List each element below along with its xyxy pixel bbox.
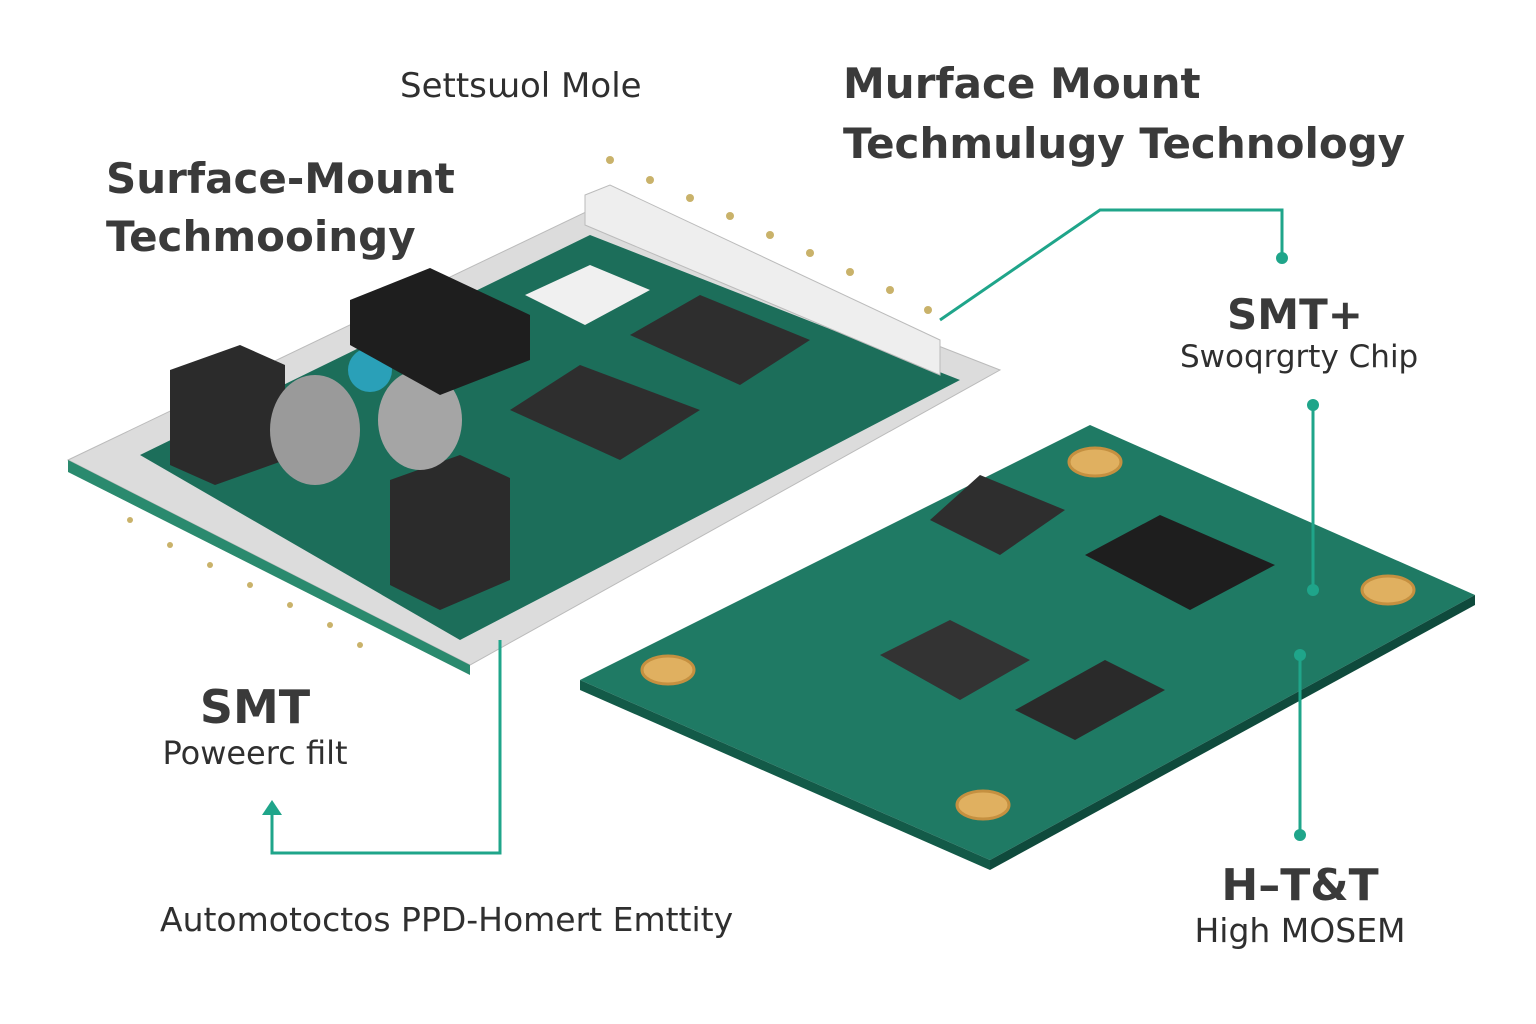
heatsink-chip: [880, 620, 1030, 700]
soic-chip: [1015, 660, 1165, 740]
chip-qfp-2: [510, 365, 700, 460]
capacitor-1: [270, 375, 360, 485]
edge-pins: [127, 517, 363, 648]
capacitor-2: [378, 370, 462, 470]
qfn-chip: [1085, 515, 1275, 610]
right-board-edge: [580, 680, 990, 870]
label-smt: SMT Poweerc filt: [150, 680, 360, 772]
label-top-right: Murface Mount Techmulugy Technology: [843, 54, 1405, 174]
label-bottom: Automotoctos PPD-Homert Emttity: [160, 900, 734, 939]
callout-dots: [1276, 252, 1319, 841]
chip-qfp-1: [630, 295, 810, 385]
callout-lines: [270, 208, 1315, 855]
right-board: [580, 425, 1475, 860]
label-top-right-line2: Techmulugy Technology: [843, 119, 1406, 168]
label-smt-subtitle: Poweerc filt: [162, 734, 348, 772]
label-smt-title: SMT: [199, 680, 311, 734]
mounting-holes: [640, 446, 1416, 821]
label-top-left-line2: Techmooingy: [106, 212, 416, 261]
arrow-up-icon: [262, 800, 282, 815]
label-top-center: Settsɯol Mole: [400, 66, 642, 106]
label-htt: H–T&T High MOSEM: [1180, 860, 1420, 950]
label-top-left: Surface-Mount Techmooingy: [106, 150, 455, 266]
label-htt-title: H–T&T: [1221, 860, 1379, 911]
label-smt-plus: SMT+ Swoqrgrty Chip: [1180, 290, 1419, 375]
inductor-1: [170, 345, 285, 485]
inductor-2: [390, 455, 510, 610]
black-module: [350, 268, 530, 395]
pin-header: [584, 184, 941, 376]
label-top-right-line1: Murface Mount: [843, 59, 1201, 108]
left-board-frame-edge: [68, 460, 470, 675]
label-smt-plus-subtitle: Swoqrgrty Chip: [1180, 339, 1419, 375]
label-sticker: [525, 265, 650, 325]
label-htt-subtitle: High MOSEM: [1194, 911, 1406, 950]
connector-chip: [930, 475, 1065, 555]
label-smt-plus-title: SMT+: [1227, 290, 1363, 339]
label-top-left-line1: Surface-Mount: [106, 154, 455, 203]
header-pins: [606, 156, 932, 314]
right-board-edge-2: [990, 595, 1475, 870]
